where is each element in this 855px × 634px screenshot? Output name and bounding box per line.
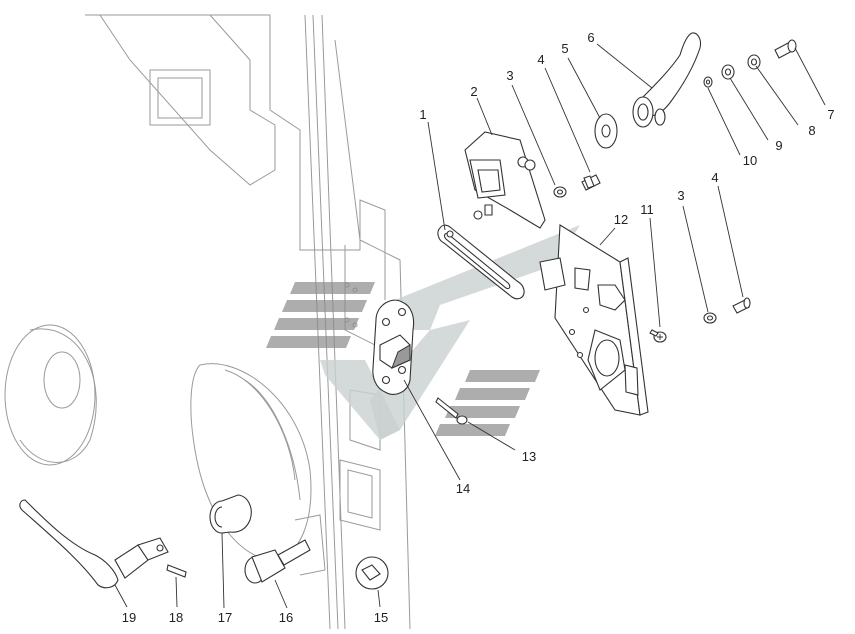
callout-16: 16 xyxy=(279,610,293,625)
wheel-arch-outline xyxy=(4,324,97,466)
slotted-plate xyxy=(437,224,525,300)
lock-screw xyxy=(649,329,667,343)
watermark-logo xyxy=(266,225,580,440)
lock-cylinder xyxy=(209,494,252,534)
lower-washer xyxy=(703,312,717,324)
callout-5: 5 xyxy=(561,41,568,56)
upper-washer xyxy=(553,186,567,198)
callout-19: 19 xyxy=(122,610,136,625)
callout-3-upper: 3 xyxy=(506,68,513,83)
spacer-ring xyxy=(594,113,618,149)
door-panel-outline xyxy=(85,14,411,630)
callout-4-lower: 4 xyxy=(711,170,718,185)
callout-17: 17 xyxy=(218,610,232,625)
callout-9: 9 xyxy=(775,138,782,153)
callout-18: 18 xyxy=(169,610,183,625)
inner-handle xyxy=(19,499,169,589)
callout-10: 10 xyxy=(743,153,757,168)
leader-lines xyxy=(114,43,826,609)
push-button xyxy=(244,539,311,584)
callout-15: 15 xyxy=(374,610,388,625)
outer-handle xyxy=(632,32,702,128)
callout-13: 13 xyxy=(522,449,536,464)
callout-1: 1 xyxy=(419,107,426,122)
pin xyxy=(166,564,187,578)
handle-washer-medium xyxy=(721,64,735,80)
callout-3-lower: 3 xyxy=(677,188,684,203)
handle-screw xyxy=(774,39,797,59)
handle-washer-small xyxy=(703,76,713,88)
striker-bracket xyxy=(464,131,546,229)
striker-plate xyxy=(372,299,415,395)
striker-screw xyxy=(435,397,468,425)
handle-washer-large xyxy=(747,54,761,70)
callout-6: 6 xyxy=(587,30,594,45)
callout-labels: 1 2 3 4 5 6 7 8 9 10 11 12 3 4 13 14 15 … xyxy=(122,30,835,625)
cap-plug xyxy=(355,556,389,590)
callout-2: 2 xyxy=(470,84,477,99)
lock-mechanism xyxy=(539,224,649,416)
upper-bolt xyxy=(581,174,601,191)
callout-12: 12 xyxy=(614,212,628,227)
callout-7: 7 xyxy=(827,107,834,122)
callout-11: 11 xyxy=(640,202,654,217)
callout-8: 8 xyxy=(808,123,815,138)
lower-bolt xyxy=(732,297,751,314)
callout-4-upper: 4 xyxy=(537,52,544,67)
callout-14: 14 xyxy=(456,481,470,496)
